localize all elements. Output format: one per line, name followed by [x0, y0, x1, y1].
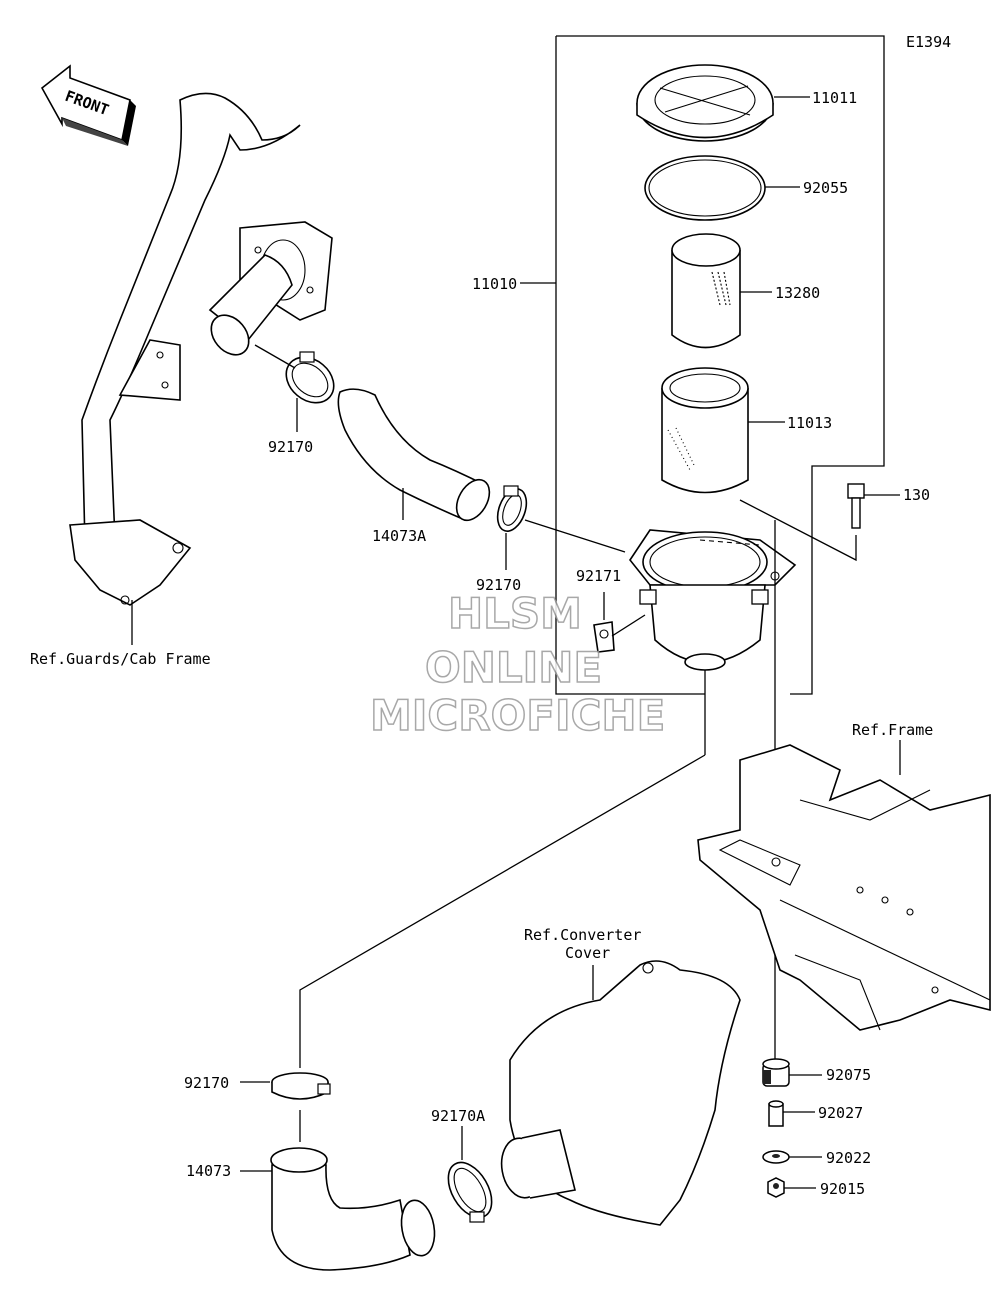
label-13280: 13280: [775, 284, 820, 302]
clamp-92170-upper-icon: [285, 351, 335, 404]
collar-92027-icon: [768, 1100, 784, 1127]
clamp-92170-middle-icon: [496, 485, 528, 532]
clamp-92170-lower-icon: [271, 1072, 331, 1100]
label-130: 130: [903, 486, 930, 504]
hose-14073A-icon: [337, 388, 491, 522]
label-92170-a: 92170: [268, 438, 313, 456]
label-92022: 92022: [826, 1149, 871, 1167]
assembly-bracket-left: [555, 36, 705, 695]
assembly-bracket: [556, 35, 885, 695]
label-92055: 92055: [803, 179, 848, 197]
label-11011: 11011: [812, 89, 857, 107]
bolt-130-icon: [847, 483, 865, 529]
converter-cover: [500, 960, 741, 1226]
ref-guards-label: Ref.Guards/Cab Frame: [30, 650, 211, 668]
watermark-line-1: HLSM: [448, 589, 582, 638]
filter-element-11013-icon: [661, 367, 749, 494]
ref-converter-label-2: Cover: [565, 944, 610, 962]
label-14073A: 14073A: [372, 527, 426, 545]
filter-13280-icon: [671, 233, 741, 349]
label-92170-b: 92170: [476, 576, 521, 594]
label-92170-c: 92170: [184, 1074, 229, 1092]
watermark-line-3: MICROFICHE: [370, 691, 665, 740]
clip-92171-icon: [593, 621, 615, 653]
label-11013: 11013: [787, 414, 832, 432]
hose-14073-icon: [270, 1147, 436, 1271]
clamp-92170A-icon: [447, 1161, 493, 1223]
cover-11011-icon: [636, 64, 774, 142]
label-11010: 11010: [472, 275, 517, 293]
oring-92055-icon: [644, 155, 766, 221]
washer-92022-icon: [762, 1150, 790, 1164]
label-92015: 92015: [820, 1180, 865, 1198]
ref-converter-label-1: Ref.Converter: [524, 926, 641, 944]
label-92027: 92027: [818, 1104, 863, 1122]
label-92171: 92171: [576, 567, 621, 585]
diagram-id: E1394: [906, 33, 951, 51]
nut-92015-icon: [767, 1177, 785, 1198]
front-arrow-icon: FRONT: [40, 64, 136, 146]
air-cleaner-housing-icon: [629, 529, 797, 671]
watermark-line-2: ONLINE: [425, 643, 602, 692]
vehicle-frame: [697, 744, 991, 1031]
cab-frame-tube: [69, 92, 301, 606]
intake-bracket: [118, 221, 333, 401]
ref-frame-label: Ref.Frame: [852, 721, 933, 739]
watermark: HLSM ONLINE MICROFICHE: [369, 588, 666, 741]
label-14073: 14073: [186, 1162, 231, 1180]
label-92075: 92075: [826, 1066, 871, 1084]
label-92170A: 92170A: [431, 1107, 485, 1125]
grommet-92075-icon: [762, 1058, 790, 1087]
